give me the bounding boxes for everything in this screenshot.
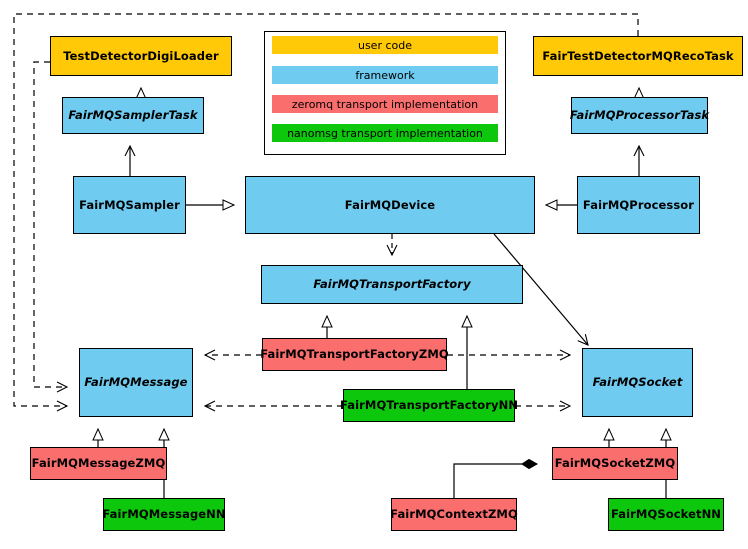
class-node-fair-mq-message-nn[interactable]: FairMQMessageNN [102,498,226,531]
legend-label-zeromq: zeromq transport implementation [291,97,479,111]
class-node-fair-mq-sampler[interactable]: FairMQSampler [73,176,186,234]
legend-label-nanomsg: nanomsg transport implementation [287,126,483,140]
legend-swatch-framework: framework [272,66,498,84]
legend-label-user-code: user code [357,38,413,52]
legend-swatch-nanomsg: nanomsg transport implementation [272,124,498,142]
class-node-fair-mq-sampler-task[interactable]: FairMQSamplerTask [62,97,204,134]
class-node-fair-mq-processor-task[interactable]: FairMQProcessorTask [570,97,709,134]
edge-reco-task-to-message [13,13,639,412]
class-node-fair-mq-transport-factory-nn[interactable]: FairMQTransportFactoryNN [340,389,518,422]
legend-swatch-zeromq: zeromq transport implementation [272,95,498,113]
legend-swatch-user-code: user code [272,36,498,54]
class-node-fair-mq-transport-factory-zmq[interactable]: FairMQTransportFactoryZMQ [260,338,449,371]
class-node-fair-mq-message[interactable]: FairMQMessage [79,348,193,417]
class-node-fair-mq-context-zmq[interactable]: FairMQContextZMQ [390,498,518,531]
class-node-fair-mq-transport-factory[interactable]: FairMQTransportFactory [261,265,523,304]
class-node-test-detector-digi-loader[interactable]: TestDetectorDigiLoader [50,36,232,76]
class-node-fair-mq-processor[interactable]: FairMQProcessor [577,176,700,234]
class-node-fair-mq-socket-nn[interactable]: FairMQSocketNN [608,498,724,531]
class-node-fair-mq-socket-zmq[interactable]: FairMQSocketZMQ [552,447,678,480]
edge-device-to-socket [493,233,589,346]
class-node-fair-mq-socket[interactable]: FairMQSocket [582,348,693,417]
class-node-fair-mq-device[interactable]: FairMQDevice [245,176,535,234]
class-node-fair-mq-message-zmq[interactable]: FairMQMessageZMQ [30,447,167,480]
edge-socket-zmq-composes-context-zmq [453,458,539,498]
legend-label-framework: framework [355,68,415,82]
class-node-fair-test-detector-mq-reco-task[interactable]: FairTestDetectorMQRecoTask [533,36,743,76]
edge-digi-loader-to-message [33,61,69,393]
